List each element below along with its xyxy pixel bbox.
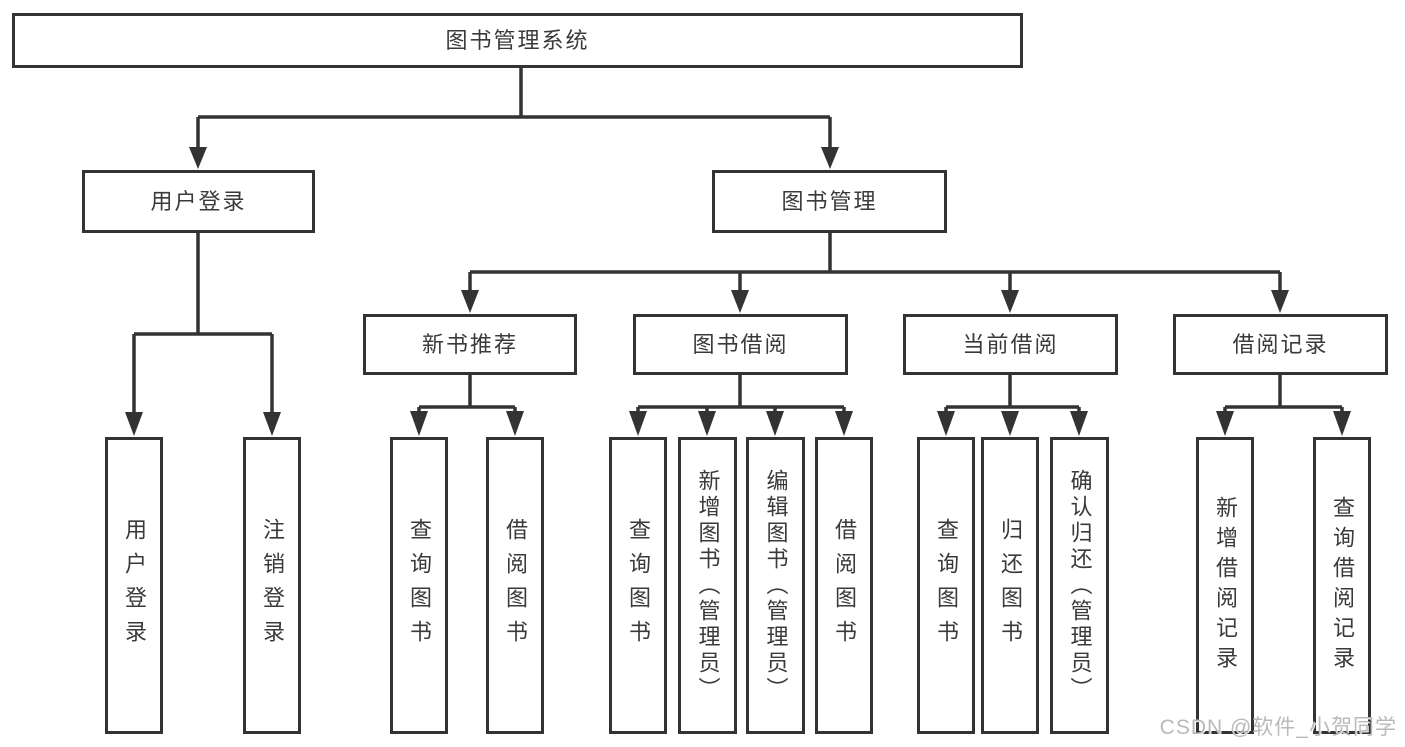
leaf-query-books-current: 查询图书 [917, 437, 975, 734]
connector-root-to-level2 [189, 68, 839, 169]
leaf-edit-books-admin: 编辑图书（管理员） [746, 437, 805, 734]
leaf-user-login: 用户登录 [105, 437, 163, 734]
node-book-borrowing: 图书借阅 [633, 314, 848, 375]
leaf-return-books: 归还图书 [981, 437, 1039, 734]
connector-book-management-to-level3 [461, 233, 1289, 313]
node-current-borrowing: 当前借阅 [903, 314, 1118, 375]
node-root-library-system: 图书管理系统 [12, 13, 1023, 68]
leaf-logout: 注销登录 [243, 437, 301, 734]
connector-book-borrowing-to-leaves [629, 375, 853, 436]
leaf-confirm-return-admin: 确认归还（管理员） [1050, 437, 1109, 734]
node-user-login: 用户登录 [82, 170, 315, 233]
connector-user-login-to-leaves [125, 233, 281, 436]
leaf-query-books-borrowing: 查询图书 [609, 437, 667, 734]
leaf-add-books-admin: 新增图书（管理员） [678, 437, 737, 734]
connector-current-borrowing-to-leaves [937, 375, 1088, 436]
connector-borrowing-records-to-leaves [1216, 375, 1351, 436]
node-new-book-recommend: 新书推荐 [363, 314, 577, 375]
leaf-query-borrow-record: 查询借阅记录 [1313, 437, 1371, 734]
leaf-add-borrow-record: 新增借阅记录 [1196, 437, 1254, 734]
leaf-borrow-books: 借阅图书 [815, 437, 873, 734]
leaf-borrow-books-recommend: 借阅图书 [486, 437, 544, 734]
node-book-management: 图书管理 [712, 170, 947, 233]
leaf-query-books-recommend: 查询图书 [390, 437, 448, 734]
node-borrowing-records: 借阅记录 [1173, 314, 1388, 375]
connector-new-book-recommend-to-leaves [410, 375, 524, 436]
